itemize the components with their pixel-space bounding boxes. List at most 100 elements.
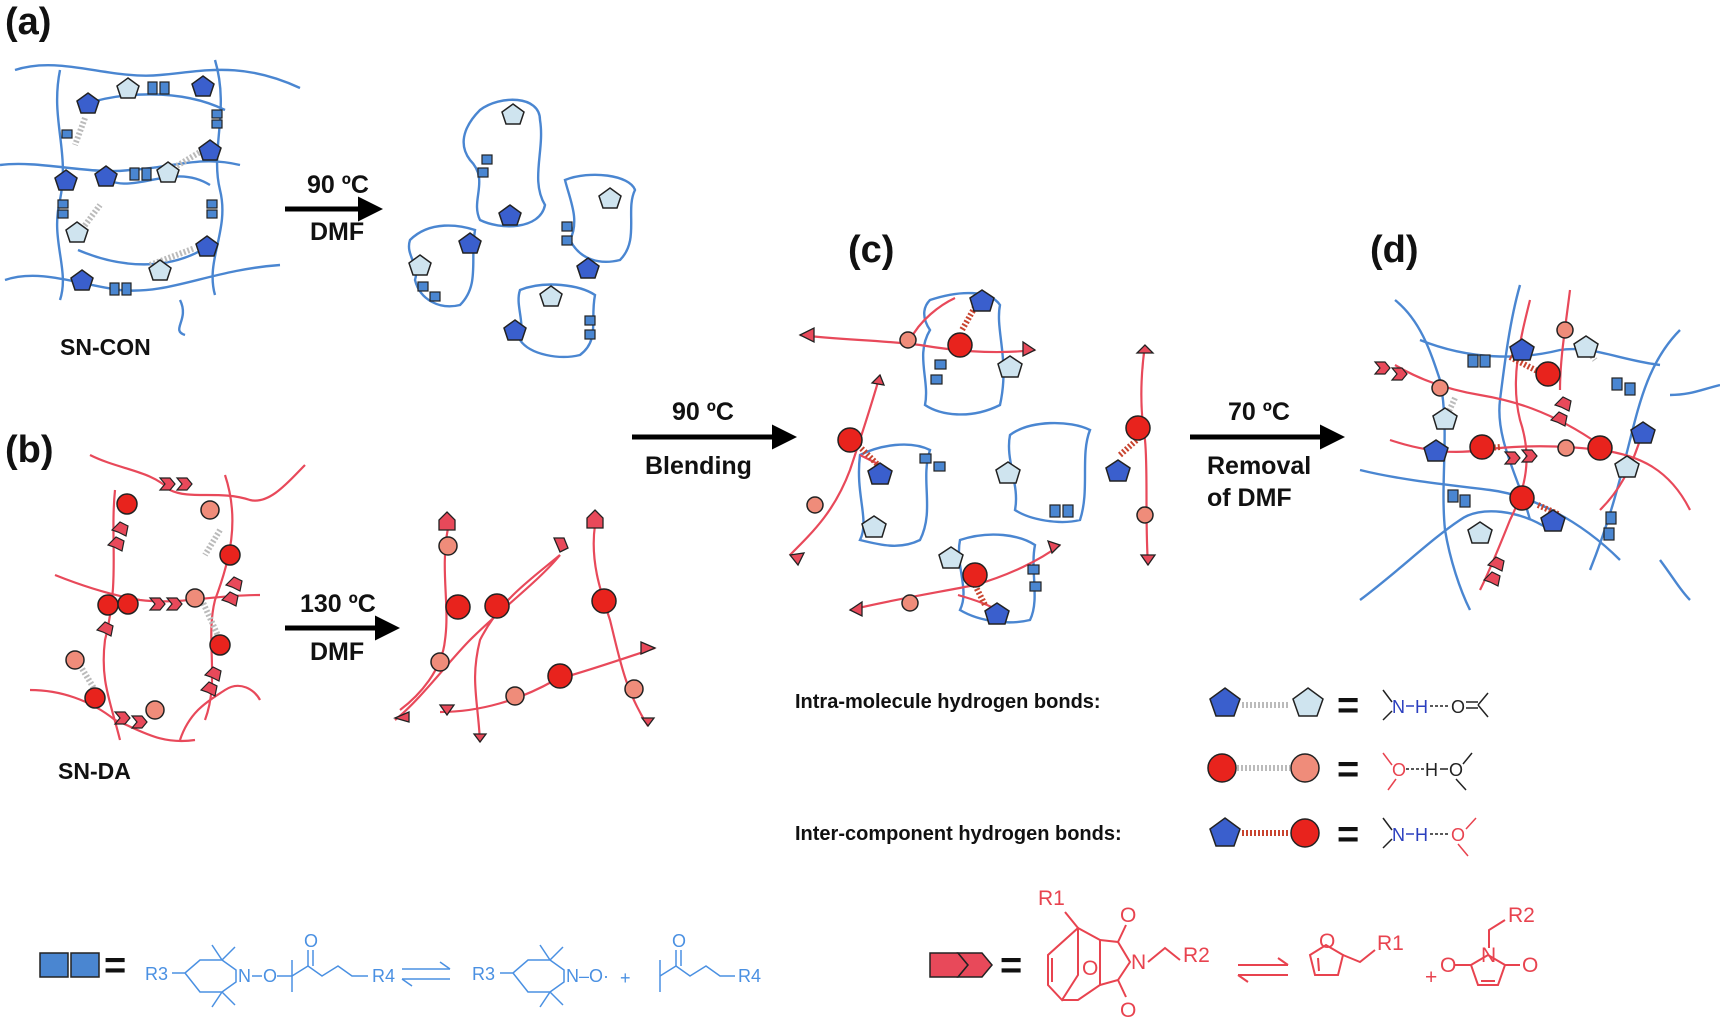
maleimide-n: N <box>1481 944 1496 967</box>
o-atom: O <box>263 966 277 986</box>
circle-light-icon <box>1557 439 1575 457</box>
pentagon-light-icon <box>65 221 89 243</box>
legend-equals: = <box>1337 814 1359 856</box>
pentagon-light-icon <box>148 259 172 281</box>
o-atom: O <box>1451 697 1465 717</box>
pentagon-light-icon <box>861 515 887 538</box>
circle-dark-icon <box>962 562 988 588</box>
circle-dark-icon <box>547 663 573 689</box>
pentagon-dark-icon <box>984 602 1010 625</box>
nh-o-c-structure: N H O <box>1382 689 1489 721</box>
circle-light-icon <box>200 500 220 520</box>
r3-label: R3 <box>145 964 168 984</box>
plus-sign: + <box>620 968 631 988</box>
pentagon-dark-icon <box>503 319 527 341</box>
circle-dark-icon <box>445 594 471 620</box>
circle-dark-icon <box>117 593 139 615</box>
r1-label: R1 <box>1038 887 1065 910</box>
circle-light-icon <box>1556 321 1574 339</box>
circle-light-icon <box>1290 753 1320 783</box>
pentagon-light-icon <box>408 254 432 276</box>
panel-label-d: (d) <box>1370 229 1419 271</box>
circle-dark-icon <box>1509 485 1535 511</box>
pentagon-dark-icon <box>867 462 893 485</box>
pentagon-light-icon <box>1292 687 1324 717</box>
sn-da-dissolved-chains <box>393 509 657 744</box>
pentagon-dark-icon <box>198 139 222 161</box>
o-atom: O <box>1449 760 1463 780</box>
arrow-a-temp: 90 ºC <box>307 171 369 199</box>
label-sn-da: SN-DA <box>58 758 131 784</box>
pentagon-light-icon <box>501 103 525 125</box>
pentagon-light-icon <box>539 285 563 307</box>
circle-dark-icon <box>484 593 510 619</box>
r4-label: R4 <box>372 966 395 986</box>
carbonyl-o: O <box>1120 904 1136 927</box>
chem-blue-equals: = <box>104 945 126 987</box>
circle-light-icon <box>1431 379 1449 397</box>
ketone-o: O <box>672 931 686 951</box>
bridge-o: O <box>1082 957 1098 980</box>
chem-red-equals: = <box>1000 945 1022 987</box>
circle-dark-icon <box>837 427 863 453</box>
arrow-d-process-line2: of DMF <box>1207 484 1292 512</box>
h-atom: H <box>1415 697 1428 717</box>
sn-con-network <box>0 59 301 337</box>
pentagon-light-icon <box>1573 335 1599 358</box>
equilibrium-arrows-blue <box>401 961 451 987</box>
n-atom: N <box>1392 697 1405 717</box>
equilibrium-arrows-red <box>1237 957 1289 983</box>
sn-da-network <box>29 454 306 743</box>
pentagon-dark-icon <box>498 204 522 226</box>
h-atom: H <box>1425 760 1438 780</box>
r2-label: R2 <box>1508 904 1535 927</box>
circle-dark-icon <box>1125 415 1151 441</box>
r2-label: R2 <box>1183 944 1210 967</box>
circle-dark-icon <box>1290 818 1320 848</box>
circle-dark-icon <box>219 544 241 566</box>
red-chevron-icon <box>929 952 993 978</box>
panel-label-a: (a) <box>5 1 51 43</box>
r4-label: R4 <box>738 966 761 986</box>
ketone-o: O <box>304 931 318 951</box>
pentagon-light-icon <box>1467 521 1493 544</box>
nitroxide-radical: N–O· <box>566 966 609 986</box>
plus-sign: + <box>1425 966 1437 989</box>
pentagon-dark-icon <box>1423 439 1449 462</box>
pentagon-dark-icon <box>576 257 600 279</box>
legend-equals: = <box>1337 749 1359 791</box>
circle-light-icon <box>65 650 85 670</box>
pentagon-light-icon <box>938 546 964 569</box>
circle-light-icon <box>438 536 458 556</box>
circle-dark-icon <box>1469 434 1495 460</box>
circle-light-icon <box>185 588 205 608</box>
o-atom: O <box>1451 825 1465 845</box>
n-atom: N <box>1392 825 1405 845</box>
pentagon-dark-icon <box>1509 338 1535 361</box>
circle-light-icon <box>1136 506 1154 524</box>
arrow-a-solvent: DMF <box>310 218 364 246</box>
pentagon-dark-icon <box>1540 509 1566 532</box>
label-sn-con: SN-CON <box>60 334 151 360</box>
pentagon-light-icon <box>1614 455 1640 478</box>
n-atom: N <box>238 966 251 986</box>
circle-dark-icon <box>1587 435 1613 461</box>
circle-light-icon <box>430 652 450 672</box>
circle-light-icon <box>624 679 644 699</box>
legend: Intra-molecule hydrogen bonds: = N H O =… <box>795 685 1489 857</box>
arrow-d-process-line1: Removal <box>1207 452 1311 480</box>
pentagon-dark-icon <box>70 269 94 291</box>
legend-inter-label: Inter-component hydrogen bonds: <box>795 823 1122 845</box>
pentagon-light-icon <box>995 461 1021 484</box>
circle-light-icon <box>145 700 165 720</box>
imide-n: N <box>1131 951 1146 974</box>
circle-light-icon <box>806 496 824 514</box>
arrow-c-process: Blending <box>645 452 752 480</box>
pentagon-dark-icon <box>969 289 995 312</box>
circle-dark-icon <box>591 588 617 614</box>
arrow-b-temp: 130 ºC <box>300 590 376 618</box>
r1-label: R1 <box>1377 932 1404 955</box>
circle-dark-icon <box>116 493 138 515</box>
arrow-c-temp: 90 ºC <box>672 398 734 426</box>
carbonyl-o: O <box>1440 954 1456 977</box>
